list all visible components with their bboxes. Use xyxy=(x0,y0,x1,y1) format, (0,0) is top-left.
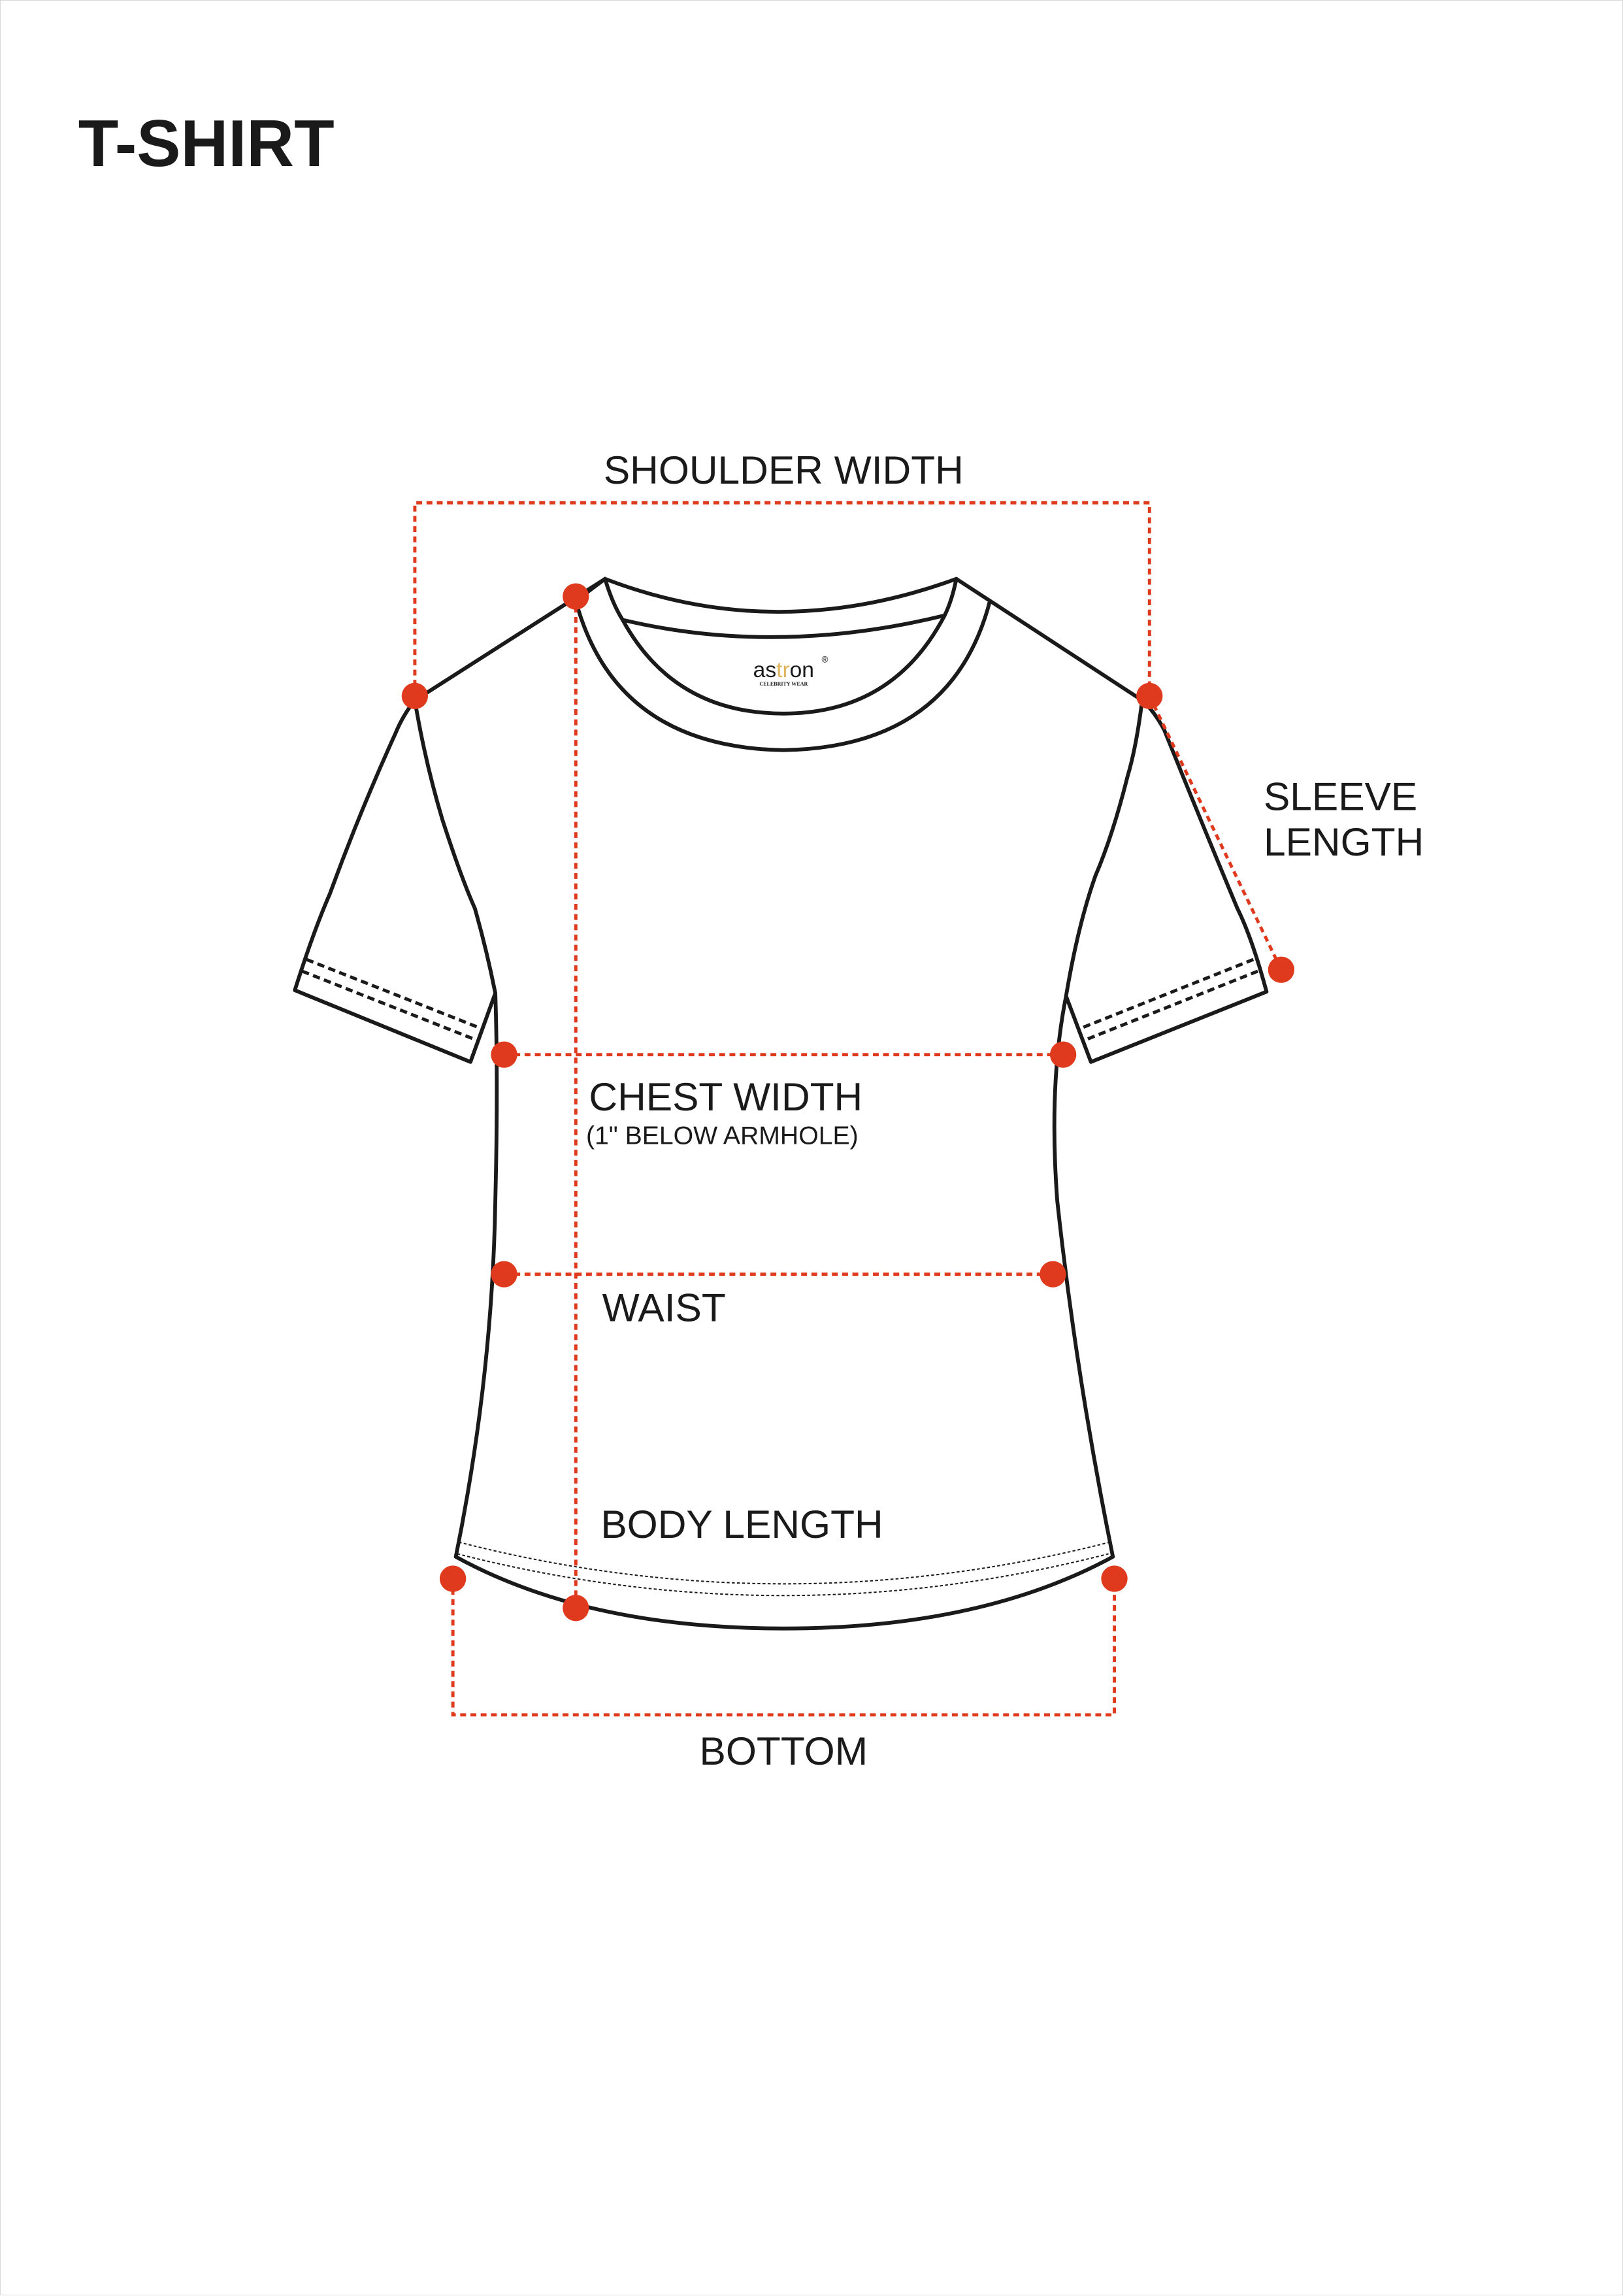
svg-text:®: ® xyxy=(822,654,828,664)
shoulder-width-line xyxy=(413,501,1151,696)
sleeve-length-label-line1: SLEEVE xyxy=(1264,774,1417,819)
point-sleeve-end xyxy=(1268,956,1295,983)
page-title: T-SHIRT xyxy=(78,107,335,180)
point-left-shoulder xyxy=(401,682,429,710)
point-right-shoulder xyxy=(1136,682,1163,710)
point-bottom-left xyxy=(439,1565,467,1592)
bottom-label: BOTTOM xyxy=(700,1729,868,1773)
brand-logo: astron ® CELEBRITY WEAR xyxy=(753,654,828,687)
point-body-length-end xyxy=(563,1595,589,1622)
point-chest-right xyxy=(1049,1041,1077,1068)
sleeve-length-label-line2: LENGTH xyxy=(1264,820,1424,864)
point-chest-left xyxy=(491,1041,517,1068)
svg-text:astron: astron xyxy=(753,658,814,682)
point-waist-left xyxy=(491,1261,517,1288)
measurement-points xyxy=(401,583,1295,1622)
chest-width-label: CHEST WIDTH xyxy=(589,1074,862,1119)
point-bottom-right xyxy=(1101,1565,1128,1592)
shoulder-width-label: SHOULDER WIDTH xyxy=(604,448,964,492)
sleeve-length-line xyxy=(1148,695,1283,971)
bottom-hem-stitching xyxy=(457,1541,1111,1597)
chest-width-note: (1" BELOW ARMHOLE) xyxy=(586,1122,859,1150)
body-length-label: BODY LENGTH xyxy=(600,1502,883,1546)
svg-text:CELEBRITY WEAR: CELEBRITY WEAR xyxy=(759,681,808,687)
sleeve-hem-stitching xyxy=(301,957,1258,1042)
waist-label: WAIST xyxy=(602,1285,726,1329)
point-neck-shoulder xyxy=(563,583,589,610)
measurement-lines xyxy=(413,501,1283,1717)
bottom-line xyxy=(451,1578,1116,1717)
point-waist-right xyxy=(1040,1261,1066,1288)
measurement-labels: SHOULDER WIDTH SLEEVE LENGTH CHEST WIDTH… xyxy=(586,448,1424,1773)
tshirt-outline xyxy=(293,576,1269,1631)
